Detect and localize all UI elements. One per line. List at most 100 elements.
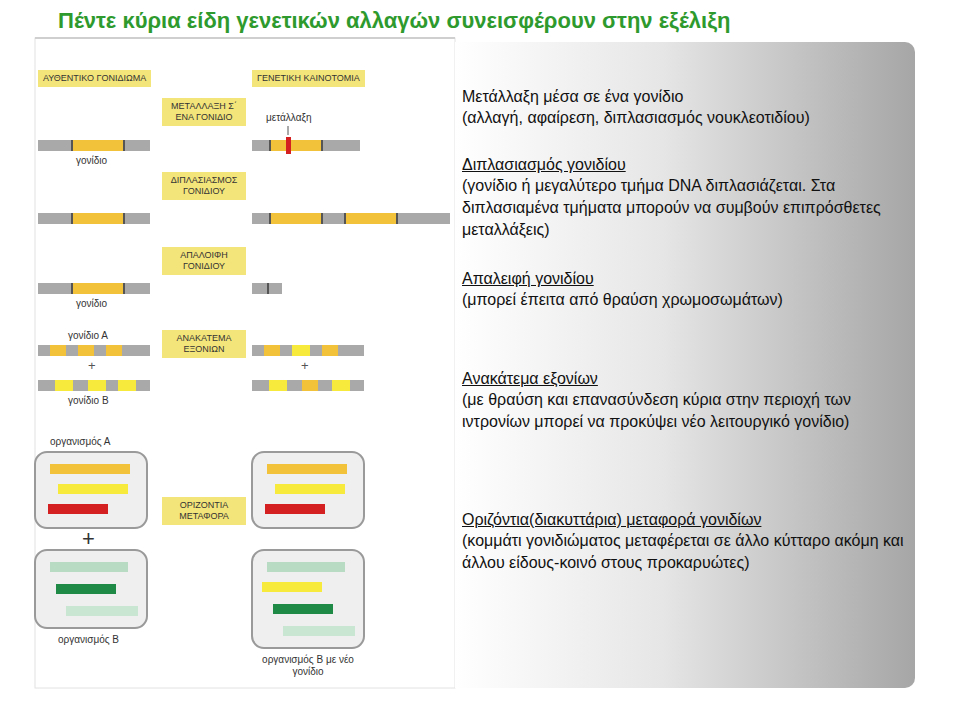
illustration-line <box>396 213 398 224</box>
illustration-rect <box>38 140 150 151</box>
illustration-rect <box>265 504 325 514</box>
figure-label: γονίδιο Β <box>68 395 109 407</box>
description-block: Ανακάτεμα εξονίων(με θραύση και επανασύν… <box>462 368 908 433</box>
tag-text: ΓΕΝΕΤΙΚΗ ΚΑΙΝΟΤΟΜΙΑ <box>257 73 360 84</box>
change-description: (μπορεί έπειτα από θραύση χρωμοσωμάτων) <box>462 289 908 311</box>
illustration-rect <box>252 380 364 391</box>
illustration-rect <box>88 380 106 391</box>
illustration-line <box>71 140 73 151</box>
tag-text: ΑΥΘΕΝΤΙΚΟ ΓΟΝΙΔΙΩΜΑ <box>43 73 146 84</box>
illustration-line <box>35 37 455 39</box>
illustration-line <box>123 140 125 151</box>
change-description: (γονίδιο ή μεγαλύτερο τμήμα DNA διπλασιά… <box>462 175 908 241</box>
tag-text: ΑΝΑΚΑΤΕΜΑ ΕΞΟΝΙΩΝ <box>167 333 241 355</box>
illustration-rect <box>50 345 66 356</box>
figure-label: γονίδιο <box>76 155 107 167</box>
step-tag: ΔΙΠΛΑΣΙΑΣΜΟΣ ΓΟΝΙΔΙΟΥ <box>162 172 246 200</box>
figure-label: οργανισμός Β <box>58 634 119 646</box>
illustration-rect <box>118 380 136 391</box>
change-heading: Μετάλλαξη μέσα σε ένα γονίδιο <box>462 86 908 107</box>
description-block: Οριζόντια(διακυττάρια) μεταφορά γονιδίων… <box>462 509 908 574</box>
step-tag: ΑΝΑΚΑΤΕΜΑ ΕΞΟΝΙΩΝ <box>162 330 246 358</box>
illustration-rect <box>72 140 124 151</box>
figure-label: γονίδιο <box>76 298 107 310</box>
illustration-line <box>321 140 323 151</box>
illustration-rect <box>286 137 291 154</box>
illustration-line <box>71 283 73 294</box>
illustration-rect <box>48 504 108 514</box>
step-tag: ΓΕΝΕΤΙΚΗ ΚΑΙΝΟΤΟΜΙΑ <box>252 70 365 87</box>
illustration-rect <box>273 604 333 614</box>
illustration-rect <box>38 380 150 391</box>
figure-label: + <box>82 528 95 550</box>
change-heading: Οριζόντια(διακυττάρια) μεταφορά γονιδίων <box>462 509 908 530</box>
tag-text: ΜΕΤΑΛΛΑΞΗ Σ΄ ΕΝΑ ΓΟΝΙΔΙΟ <box>167 101 241 123</box>
figure-label: + <box>301 360 309 372</box>
illustration-rect <box>252 140 360 151</box>
illustration-rect <box>252 283 282 294</box>
step-tag: ΑΠΑΛΟΙΦΗ ΓΟΝΙΔΙΟΥ <box>162 247 246 275</box>
description-block: Απαλειφή γονιδίου(μπορεί έπειτα από θραύ… <box>462 268 908 311</box>
change-description: (κομμάτι γονιδιώματος μεταφέρεται σε άλλ… <box>462 530 908 574</box>
change-heading: Απαλειφή γονιδίου <box>462 268 908 289</box>
illustration-rect <box>252 452 364 528</box>
tag-text: ΑΠΑΛΟΙΦΗ ΓΟΝΙΔΙΟΥ <box>167 250 241 272</box>
description-panel: Μετάλλαξη μέσα σε ένα γονίδιο(αλλαγή, αφ… <box>455 42 915 688</box>
illustration-rect <box>66 606 138 616</box>
illustration-line <box>123 283 125 294</box>
illustration-rect <box>269 380 287 391</box>
illustration-line <box>269 213 271 224</box>
description-block: Μετάλλαξη μέσα σε ένα γονίδιο(αλλαγή, αφ… <box>462 86 908 129</box>
change-description: (αλλαγή, αφαίρεση, διπλασιασμός νουκλεοτ… <box>462 107 908 129</box>
figure-label: οργανισμός Α <box>50 436 110 448</box>
figure-label: μετάλλαξη <box>266 112 311 124</box>
description-block: Διπλασιασμός γονιδίου(γονίδιο ή μεγαλύτε… <box>462 154 908 241</box>
change-heading: Ανακάτεμα εξονίων <box>462 368 908 389</box>
illustration-rect <box>262 582 322 592</box>
illustration-rect <box>55 380 73 391</box>
illustration-rect <box>270 140 322 151</box>
illustration-rect <box>267 562 345 572</box>
illustration-rect <box>78 345 94 356</box>
illustration-line <box>71 213 73 224</box>
step-tag: ΟΡΙΖΟΝΤΙΑ ΜΕΤΑΦΟΡΑ <box>162 497 246 525</box>
illustration-rect <box>35 550 147 628</box>
illustration-rect <box>332 380 350 391</box>
change-heading: Διπλασιασμός γονιδίου <box>462 154 908 175</box>
illustration-rect <box>292 345 310 356</box>
illustration-rect <box>38 345 150 356</box>
figure-label: + <box>88 360 96 372</box>
illustration-rect <box>322 345 338 356</box>
illustration-line <box>321 213 323 224</box>
illustration-line <box>267 283 269 294</box>
illustration-rect <box>56 584 116 594</box>
illustration-line <box>269 140 271 151</box>
illustration-rect <box>50 562 128 572</box>
illustration-line <box>123 213 125 224</box>
step-tag: ΜΕΤΑΛΛΑΞΗ Σ΄ ΕΝΑ ΓΟΝΙΔΙΟ <box>162 98 246 126</box>
illustration-rect <box>252 550 364 648</box>
illustration-rect <box>38 213 150 224</box>
tag-text: ΟΡΙΖΟΝΤΙΑ ΜΕΤΑΦΟΡΑ <box>167 500 241 522</box>
illustration-line <box>344 213 346 224</box>
illustration-rect <box>264 345 280 356</box>
illustration-rect <box>106 345 122 356</box>
illustration-rect <box>302 380 318 391</box>
change-description: (με θραύση και επανασύνδεση κύρια στην π… <box>462 389 908 433</box>
illustration-rect <box>270 213 322 224</box>
illustration-rect <box>35 38 455 688</box>
illustration-rect <box>345 213 397 224</box>
tag-text: ΔΙΠΛΑΣΙΑΣΜΟΣ ΓΟΝΙΔΙΟΥ <box>167 175 241 197</box>
illustration-rect <box>72 283 124 294</box>
illustration-rect <box>252 213 450 224</box>
figure-label: οργανισμός Β με νέο γονίδιο <box>262 654 354 678</box>
illustration-rect <box>252 345 364 356</box>
illustration-rect <box>35 452 147 528</box>
step-tag: ΑΥΘΕΝΤΙΚΟ ΓΟΝΙΔΙΩΜΑ <box>38 70 151 87</box>
illustration-rect <box>267 464 347 474</box>
illustration-rect <box>72 213 124 224</box>
illustration-rect <box>275 484 345 494</box>
illustration-line <box>288 126 289 135</box>
illustration-rect <box>38 283 150 294</box>
